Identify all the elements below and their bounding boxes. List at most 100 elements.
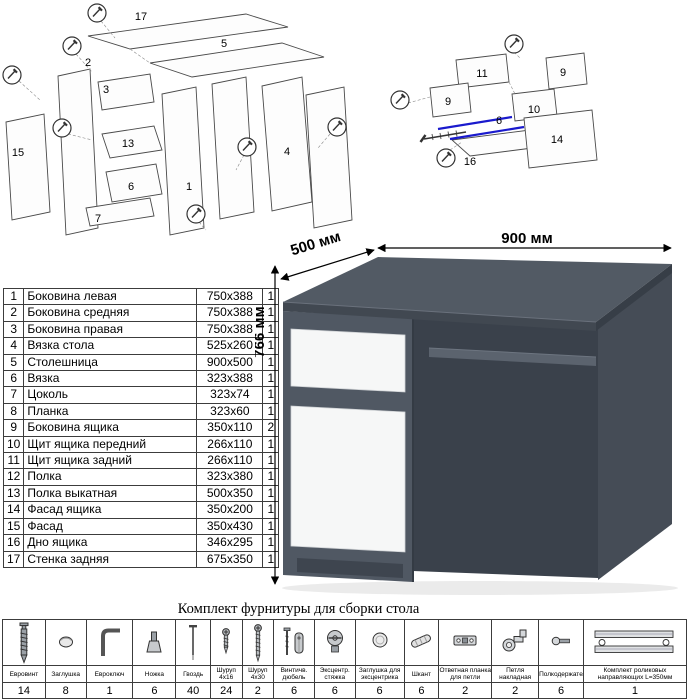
part-no: 14 [2,501,25,519]
hardware-qty: 6 [538,682,584,699]
part-size: 750x388 [196,287,264,306]
exploded-left-guides [18,20,331,231]
euro-screw-icon [19,622,29,664]
hardware-label: Гвоздь [175,665,211,683]
part-no: 17 [2,550,25,568]
part-no: 9 [2,419,25,437]
exploded-views: 17 5 3 2 13 15 6 1 7 4 [1,2,598,236]
svg-text:13: 13 [122,138,134,150]
keyboard-tray-edge [428,347,597,358]
part-size: 350x200 [196,501,264,519]
hardware-label: Эксцентр. стяжка [313,665,356,683]
hardware-qty: 8 [44,682,87,699]
panel [211,76,255,220]
desk-top [283,257,672,322]
hardware-qty: 14 [2,682,46,699]
panel [87,13,289,50]
cap-icon [58,636,73,647]
part-size: 323x60 [196,402,264,421]
hardware-kit-title: Комплект фурнитуры для сборки стола [177,601,420,617]
hardware-icon-cell [313,619,356,666]
part-no: 6 [2,370,25,388]
hardware-icon-cell [582,619,688,666]
part-no: 1 [2,287,25,306]
hardware-qty: 24 [209,682,243,699]
hardware-label: Заглушка для эксцентрика [354,665,405,683]
part-size: 500x350 [196,484,264,503]
hardware-icon-cell [438,619,493,666]
hardware-label: Винтичв. дюбель [273,665,315,683]
screw-callout-icon [236,136,258,158]
exploded-view-right [429,52,598,169]
hardware-label: Петля накладная [491,665,540,683]
part-name: Вязка стола [23,337,198,355]
desk-top-front-edge [283,302,596,331]
part-name: Фасад ящика [23,501,198,519]
hardware-qty: 2 [438,682,493,699]
hardware-icon-cell [241,619,275,666]
desk-render: 900 мм 500 мм 766 мм [255,232,678,595]
hardware-qty: 6 [354,682,405,699]
svg-text:11: 11 [476,68,487,80]
part-name: Полка выкатная [23,484,198,503]
hardware-qty: 40 [175,682,211,699]
wood-dowel-icon [411,633,432,648]
hardware-icon-cell [209,619,243,666]
svg-text:14: 14 [551,134,563,146]
part-size: 323x380 [196,468,264,486]
screw-callout-icon [185,203,207,225]
part-name: Вязка [23,370,198,388]
panel [85,197,155,227]
hardware-label: Ответная планка для петли [438,665,493,683]
part-size: 350x110 [196,419,264,437]
exploded-left-part-numbers: 17 5 3 2 13 15 6 1 7 4 [12,11,290,225]
hardware-label: Ножка [132,665,177,683]
bolt-dowel-icon [283,627,304,655]
part-size: 350x430 [196,517,264,536]
panel [523,109,598,169]
part-size: 675x350 [196,550,264,568]
hardware-qty: 6 [403,682,440,699]
svg-text:2: 2 [85,57,91,69]
svg-text:1: 1 [186,181,192,193]
hardware-icon-cell [354,619,405,666]
hardware-icon-cell [2,619,46,666]
screw-callout-icon [51,117,73,139]
panel [105,163,163,203]
cam-cap-icon [372,632,388,647]
plinth [297,558,403,578]
exploded-view-left [5,13,353,236]
depth-dimension-label: 500 мм [289,232,343,259]
hardware-qty: 1 [85,682,134,699]
panel [101,125,163,159]
panel [261,76,313,212]
screw-callout-icon [389,89,411,111]
drawer-roller-rails [437,115,525,141]
hardware-table: Евровинт Заглушка Евроключ Ножка Гвоздь … [2,619,688,699]
part-name: Дно ящика [23,534,198,552]
part-size: 525x260 [196,337,264,355]
shelf-pin-icon [551,636,570,645]
roller-rails-icon [594,630,674,653]
panel [429,82,472,118]
door-front [290,405,406,553]
hardware-qty: 6 [132,682,177,699]
hardware-icon-cell [538,619,584,666]
part-name: Боковина левая [23,287,198,306]
part-name: Столешница [23,353,198,372]
svg-text:16: 16 [464,156,476,168]
part-no: 15 [2,517,25,536]
leg-icon [146,631,163,652]
hardware-icon-cell [44,619,87,666]
hardware-icon-cell [491,619,540,666]
hardware-label: Евроключ [85,665,134,683]
svg-text:7: 7 [95,213,101,225]
part-no: 2 [2,304,25,322]
